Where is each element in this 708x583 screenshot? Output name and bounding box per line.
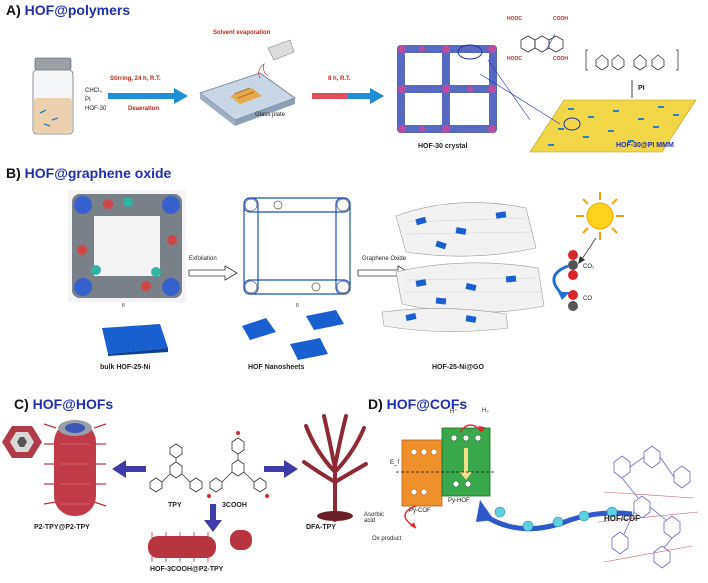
go-sheets-with-hof [381, 202, 545, 332]
panel-c-title-text: HOF@HOFs [32, 396, 114, 412]
co2-molecule-icon [568, 250, 578, 280]
tpy-label: TPY [168, 502, 182, 509]
py-cof-label: Py-COF [409, 508, 431, 514]
bulk-hof-label: bulk HOF-25-Ni [100, 364, 151, 371]
fermi-level-label: E_f [390, 460, 400, 466]
panel-c-title: C) HOF@HOFs [14, 396, 113, 412]
cooh-label-3: COOH [553, 56, 568, 62]
panel-d-letter: D) [368, 396, 383, 412]
py-hof-label: Py-HOF [448, 498, 470, 504]
ox-product-label: Ox product [372, 536, 402, 542]
hof30-crystal-label: HOF-30 crystal [418, 143, 468, 150]
arrow-8h [312, 88, 384, 104]
sun-icon [576, 192, 624, 240]
bulk-ii-mark: II [122, 303, 125, 309]
co-label: CO [583, 296, 592, 302]
co2-conversion-arrow [552, 264, 570, 300]
pi-pointer-line [631, 80, 633, 98]
cooh-label-1: HOOC [507, 16, 522, 22]
dfa-tpy-flower [302, 414, 368, 522]
p2-tpy-label: P2-TPY@P2-TPY [34, 524, 90, 531]
arrow-to-p2-tpy [112, 460, 146, 478]
hof-3cooh-rods [148, 530, 252, 562]
ascorbic-acid-arrow [404, 505, 417, 529]
vial-legend-hof30: HOF-30 [85, 106, 107, 112]
cooh-label-4: HOOC [507, 56, 522, 62]
dfa-tpy-label: DFA-TPY [306, 524, 336, 531]
hof-cof-framework [597, 445, 699, 569]
arrow2-top-label: 8 h, R.T. [328, 76, 351, 82]
bulk-hof-block [102, 324, 168, 356]
3cooh-label: 3COOH [222, 502, 247, 509]
fermi-level-line [396, 471, 494, 473]
hof-nanosheets-flakes [242, 310, 344, 360]
casting-plate-illustration [199, 39, 296, 126]
exfoliation-arrow [188, 265, 238, 281]
membrane-label: HOF-30@PI MMM [616, 142, 674, 149]
ascorbic-acid-label: Asorbic acid [364, 512, 385, 524]
graphene-oxide-label: Graphene Oxide [362, 256, 407, 262]
hof30-pi-membrane [529, 99, 697, 153]
crystal-to-membrane-lines [479, 59, 561, 125]
panel-c-letter: C) [14, 396, 29, 412]
vial-illustration [32, 57, 74, 135]
h2-label: H₂ [482, 408, 489, 414]
hof25-ni-spacefill-framework [68, 190, 186, 302]
p2-tpy-core-shell-rod [43, 420, 107, 516]
3cooh-molecule-structure [207, 431, 269, 498]
panel-b-title: B) HOF@graphene oxide [6, 165, 171, 181]
hydrogen-evolution-arrow [459, 424, 485, 433]
tpy-molecule-structure [149, 443, 203, 493]
hof30-molecule-structure [520, 33, 564, 53]
panel-d-title-text: HOF@COFs [386, 396, 468, 412]
hof-cof-label: HOF/COF [604, 514, 640, 523]
co-molecule-icon [568, 290, 578, 311]
composite-label: HOF-25-Ni@GO [432, 364, 484, 371]
hof-3cooh-label: HOF-3COOH@P2-TPY [150, 566, 224, 573]
panel-a-letter: A) [6, 2, 21, 18]
panel-a-title-text: HOF@polymers [24, 2, 131, 18]
nanosheets-label: HOF Nanosheets [248, 364, 305, 371]
h-plus-label: H⁺ [450, 409, 458, 415]
hexagonal-cross-section [2, 426, 42, 458]
panel-b-letter: B) [6, 165, 21, 181]
panel-b-title-text: HOF@graphene oxide [24, 165, 172, 181]
hof30-crystal-lattice [397, 44, 497, 133]
arrow1-bottom-label: Deaeration [128, 106, 160, 112]
panel-a-title: A) HOF@polymers [6, 2, 130, 18]
arrow-to-dfa-tpy [264, 460, 298, 478]
exfoliation-label: Exfoliation [189, 256, 217, 262]
pi-polymer-structure [585, 49, 679, 71]
co2-label: CO₂ [583, 264, 595, 270]
hydrogen-flow-arrow [476, 500, 633, 532]
cooh-label-2: COOH [553, 16, 568, 22]
arrow1-top-label: Stirring, 24 h, R.T. [110, 76, 161, 82]
pi-label: PI [638, 85, 645, 92]
panel-d-title: D) HOF@COFs [368, 396, 467, 412]
py-cof-band-block [401, 439, 443, 507]
glass-plate-label: Glass plate [255, 112, 286, 118]
arrow-to-hof-3cooh [204, 504, 222, 532]
vial-legend-chcl3: CHCl₃ [85, 88, 102, 94]
sunlight-arrow [578, 237, 597, 264]
vial-legend-pi: PI [85, 97, 91, 103]
hof-nanosheet-framework [243, 197, 351, 295]
solvent-evaporation-label: Solvent evaporation [213, 30, 271, 36]
arrow-stirring [108, 88, 188, 104]
nanosheet-ii-mark: II [296, 303, 299, 309]
